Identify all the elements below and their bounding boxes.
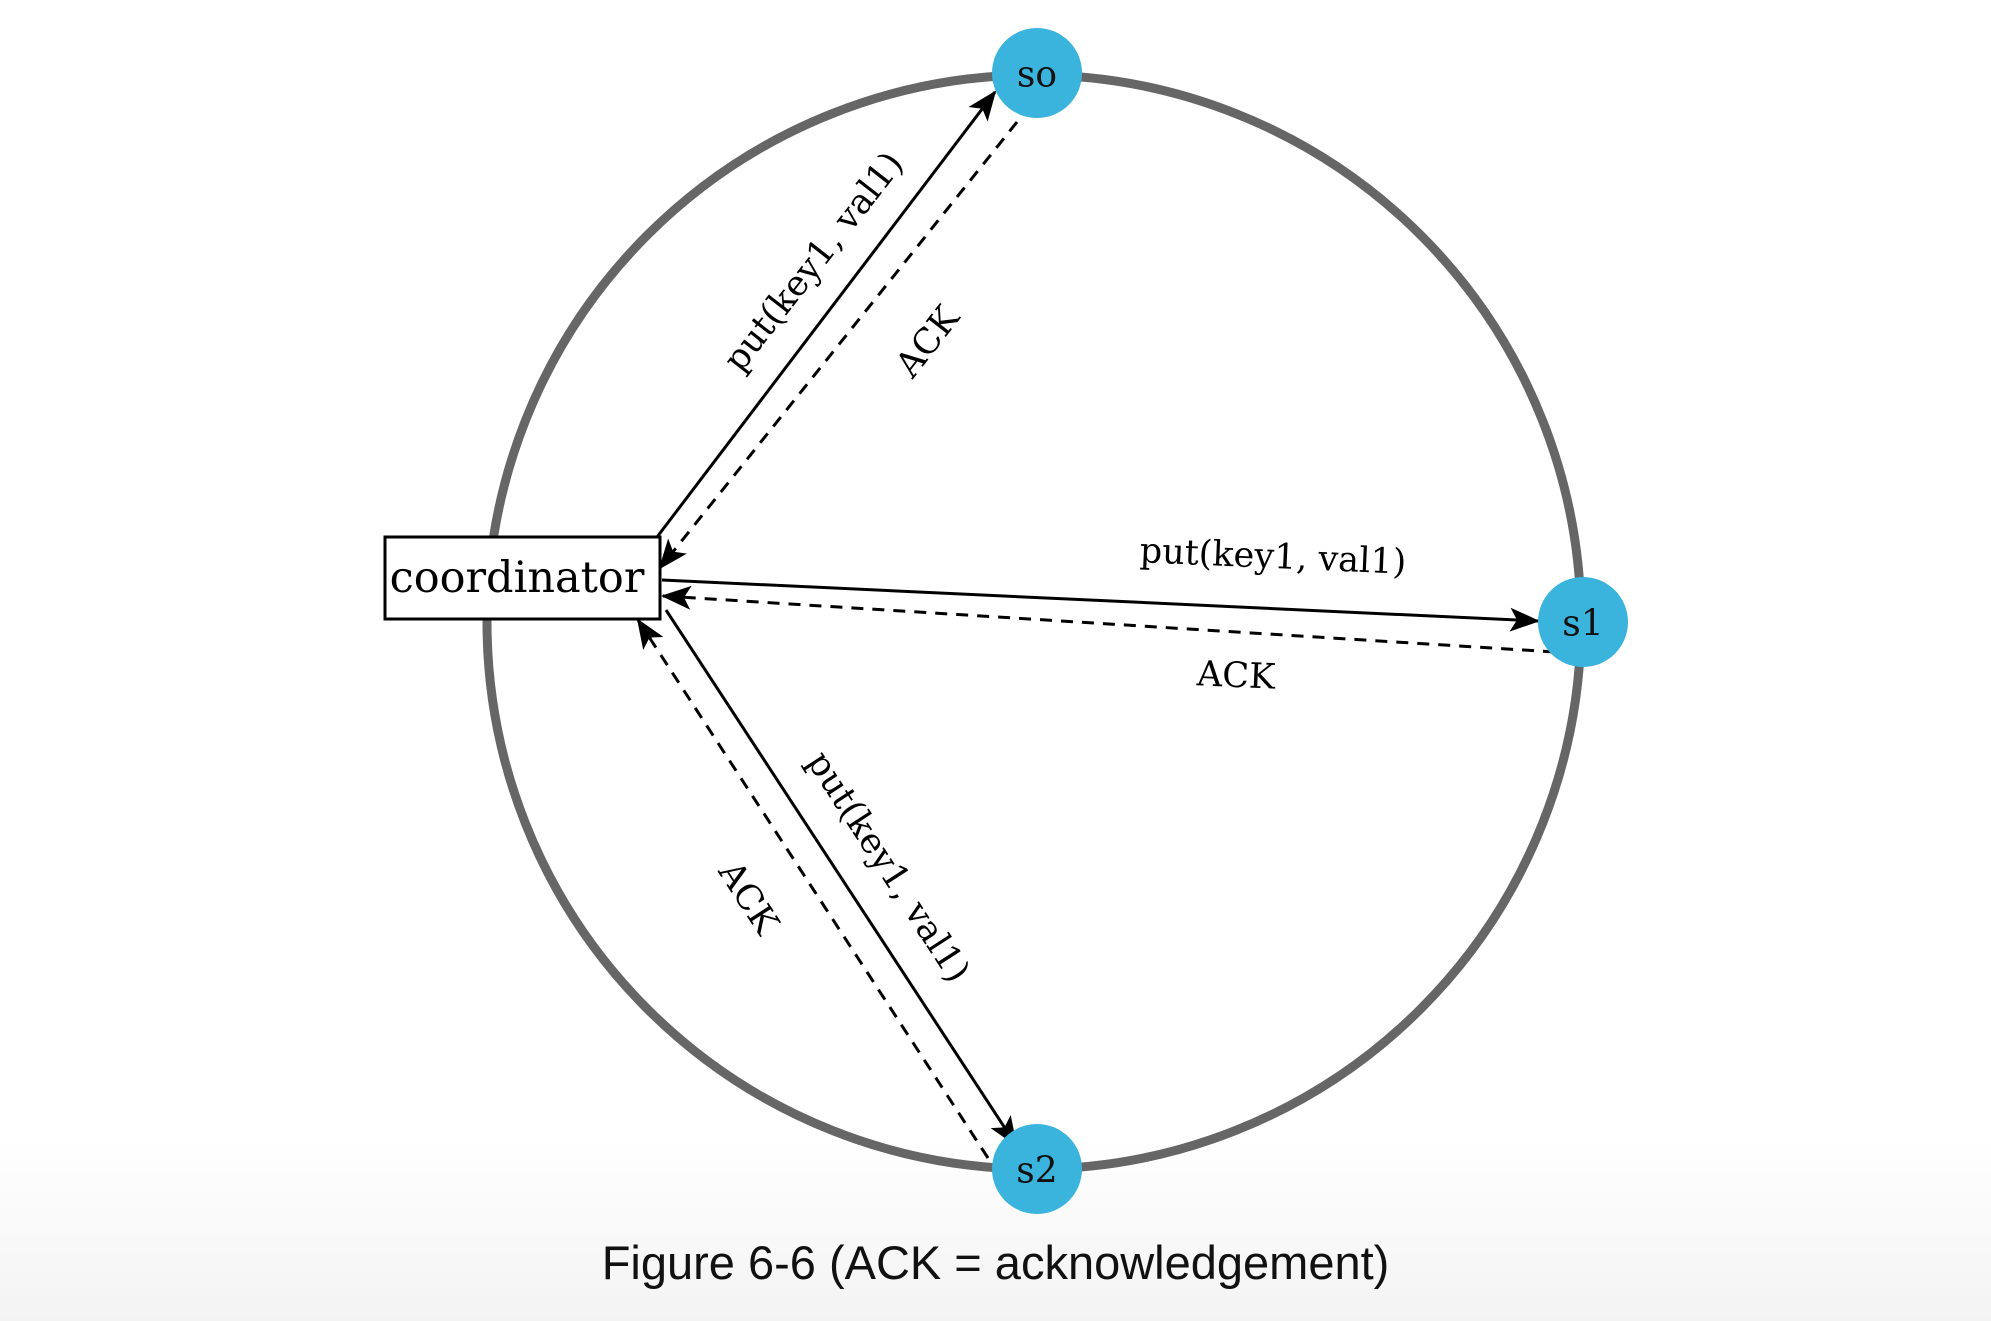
node-s2-circle: [992, 1124, 1082, 1214]
ack-arrow-from-s1: [661, 585, 1556, 654]
node-s1-label: s1: [1562, 604, 1603, 645]
coordinator-label: coordinator: [390, 553, 645, 603]
coordinator-node: coordinator: [383, 535, 662, 621]
node-s2-label: s2: [1016, 1151, 1057, 1192]
ack-label-s1: ACK: [1195, 654, 1277, 697]
put-arrow-to-s0: [652, 90, 997, 542]
ack-label-s0: ACK: [888, 298, 969, 386]
node-s0-label: so: [1017, 55, 1057, 96]
coordinator-box: [383, 535, 662, 621]
node-s0-circle: [992, 28, 1082, 118]
put-arrow-to-s2: [664, 609, 1018, 1147]
node-s0: so: [992, 28, 1082, 118]
put-arrow-to-s1: [661, 578, 1540, 632]
put-label-s0: put(key1, val1): [716, 145, 912, 380]
put-label-s2: put(key1, val1): [799, 744, 978, 989]
ack-arrow-from-s0: [658, 121, 1019, 570]
node-s1-circle: [1538, 577, 1628, 667]
hash-ring: [482, 70, 1586, 1174]
node-s1: s1: [1538, 577, 1628, 667]
ack-label-s2: ACK: [709, 853, 786, 942]
figure-caption: Figure 6-6 (ACK = acknowledgement): [601, 1236, 1390, 1289]
put-label-s1: put(key1, val1): [1139, 531, 1407, 583]
ack-arrow-from-s2: [636, 618, 990, 1159]
node-s2: s2: [992, 1124, 1082, 1214]
